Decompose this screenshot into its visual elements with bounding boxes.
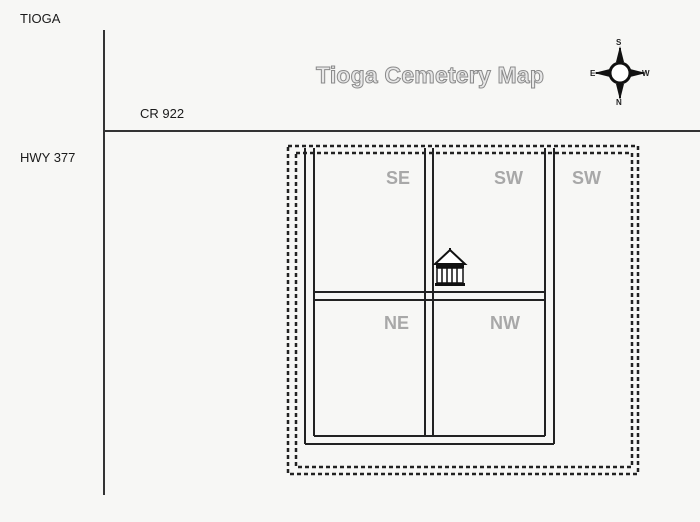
highway-road-line (103, 30, 105, 495)
compass-rose-icon: S N E W (586, 38, 654, 108)
compass-right-letter: W (642, 69, 650, 78)
section-label-bottom-middle: NW (490, 313, 520, 333)
section-label-bottom-left: NE (384, 313, 410, 333)
compass-bottom-letter: N (616, 98, 622, 107)
compass-left-letter: E (590, 69, 596, 78)
section-label-top-middle: SW (494, 168, 523, 188)
cemetery-boundary-inner (294, 151, 634, 469)
compass-top-letter: S (616, 38, 622, 47)
map-title: Tioga Cemetery Map (315, 62, 545, 89)
cemetery-boundary-outer (286, 144, 640, 476)
town-label: TIOGA (20, 11, 61, 26)
gazebo-icon (432, 248, 468, 286)
section-label-top-left: SE (386, 168, 411, 188)
county-road-label: CR 922 (140, 106, 185, 121)
cemetery-lanes (304, 148, 555, 445)
section-label-top-right: SW (572, 168, 601, 188)
highway-label: HWY 377 (20, 150, 76, 165)
county-road-line (103, 130, 700, 132)
